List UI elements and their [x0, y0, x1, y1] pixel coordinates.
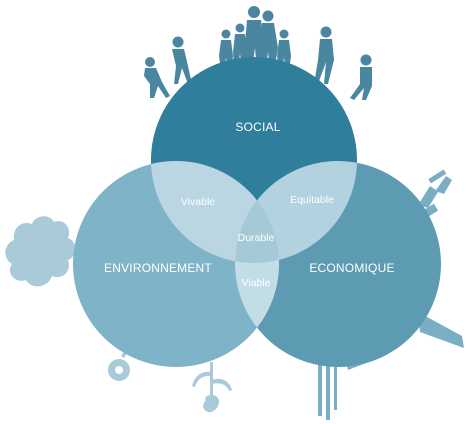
vivable-label: Vivable	[181, 196, 215, 208]
person-figure-1	[144, 57, 170, 98]
person-figure-3	[314, 26, 334, 84]
vivable-overlap	[151, 161, 279, 263]
environnement-label: ENVIRONNEMENT	[104, 261, 212, 275]
viable-label: Viable	[242, 277, 271, 289]
equitable-label: Equitable	[290, 194, 334, 206]
person-figure-2	[172, 36, 192, 84]
durable-label: Durable	[238, 232, 275, 244]
person-figure-4	[350, 54, 372, 100]
social-label: SOCIAL	[235, 120, 280, 134]
plant-roots-silhouette	[192, 362, 232, 413]
equitable-overlap	[235, 161, 357, 263]
economique-label: ECONOMIQUE	[309, 261, 394, 275]
